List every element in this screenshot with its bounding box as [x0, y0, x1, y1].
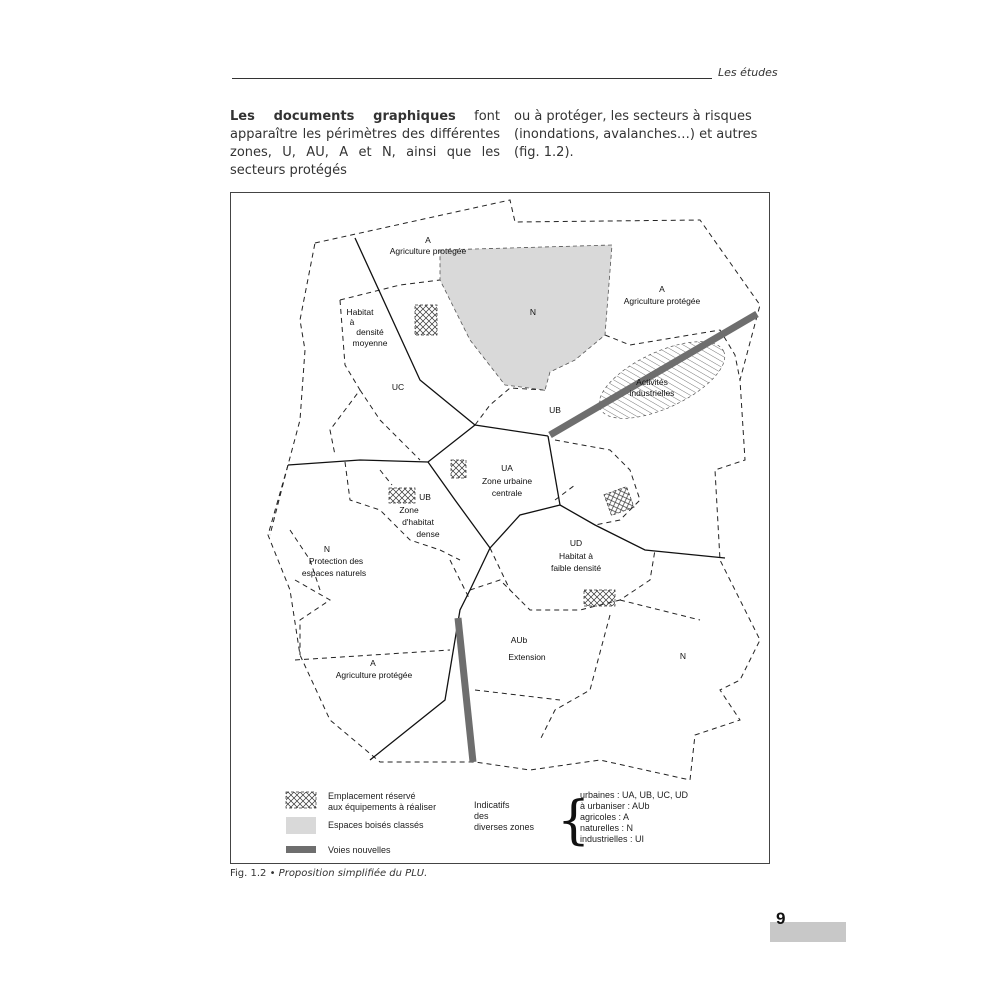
zone-boundary	[329, 279, 441, 461]
zone-boundary	[269, 464, 451, 661]
page-number: 9	[776, 909, 786, 928]
zone-label: UD	[570, 538, 582, 548]
legend-zone-list: urbaines : UA, UB, UC, UD à urbaniser : …	[580, 790, 688, 845]
zone-boundary-solid	[287, 424, 476, 466]
zone-label: dense	[416, 529, 439, 539]
legend-zone: urbaines : UA, UB, UC, UD	[580, 790, 689, 800]
zone-boundary-solid	[354, 237, 549, 437]
bold-lead: Les documents graphiques	[230, 109, 456, 124]
reserved-site	[414, 304, 438, 336]
reserved-site	[388, 487, 416, 504]
legend-text: aux équipements à réaliser	[328, 802, 437, 812]
zone-boundary-solid	[369, 547, 491, 761]
legend-text: Emplacement réservé	[328, 791, 416, 801]
legend-text: des	[474, 811, 489, 821]
zone-label: Zone urbaine	[482, 476, 532, 486]
legend-zone: agricoles : A	[580, 812, 630, 822]
zone-label: UB	[549, 405, 561, 415]
zone-label: N	[680, 651, 686, 661]
zone-label: Habitat	[347, 307, 375, 317]
zone-label: Agriculture protégée	[624, 296, 701, 306]
zone-label: A	[425, 235, 431, 245]
zone-label: Habitat à	[559, 551, 593, 561]
zone-label: industrielles	[630, 388, 675, 398]
figure-caption: Fig. 1.2 • Proposition simplifiée du PLU…	[230, 868, 427, 879]
legend-reserved-swatch	[285, 791, 317, 809]
zone-boundary	[554, 439, 641, 526]
zone-boundary	[474, 599, 701, 741]
legend-roads-label: Voies nouvelles	[328, 845, 391, 855]
body-text-1: font apparaître les périmètres des diffé…	[230, 109, 501, 178]
zone-boundary	[289, 529, 471, 601]
zone-label: d'habitat	[402, 517, 435, 527]
zone-label: N	[530, 307, 536, 317]
reserved-site	[603, 486, 635, 516]
zone-label: espaces naturels	[302, 568, 366, 578]
legend-zone: naturelles : N	[580, 823, 634, 833]
caption-label: Fig. 1.2 •	[230, 868, 279, 879]
zone-label: Zone	[399, 505, 419, 515]
zone-label: A	[370, 658, 376, 668]
legend-brace: {	[557, 791, 590, 851]
legend-wooded-swatch	[286, 817, 316, 834]
body-column-2: ou à protéger, les secteurs à risques (i…	[514, 109, 758, 160]
zone-label: Agriculture protégée	[336, 670, 413, 680]
new-road	[548, 310, 759, 439]
header-rule	[232, 78, 712, 79]
legend-text: Indicatifs	[474, 800, 510, 810]
zone-boundary	[474, 329, 741, 426]
zone-label: centrale	[492, 488, 523, 498]
zone-label: Activités	[636, 377, 668, 387]
zone-boundary-solid	[427, 435, 561, 550]
figure-frame	[230, 192, 770, 864]
legend-wooded-label: Espaces boisés classés	[328, 820, 424, 830]
zone-boundary-solid	[559, 504, 726, 559]
reserved-site	[450, 459, 467, 479]
zone-label: Protection des	[309, 556, 363, 566]
wooded-area-n	[439, 244, 613, 391]
zone-boundary	[344, 461, 461, 561]
zone-label: Extension	[508, 652, 546, 662]
caption-text: Proposition simplifiée du PLU.	[278, 868, 428, 879]
zone-label: moyenne	[353, 338, 388, 348]
zone-boundary	[469, 547, 656, 611]
zone-label: N	[324, 544, 330, 554]
zone-label: A	[659, 284, 665, 294]
legend-zone: industrielles : UI	[580, 834, 645, 844]
zone-label: densité	[356, 327, 384, 337]
page-number-tab	[770, 922, 846, 942]
zone-label: UC	[392, 382, 404, 392]
new-road	[454, 617, 477, 763]
zone-label: UA	[501, 463, 513, 473]
zone-label: AUb	[511, 635, 528, 645]
body-column-1: Les documents graphiques font apparaître…	[230, 108, 500, 180]
zone-label: Agriculture protégée	[390, 246, 467, 256]
outer-boundary	[267, 199, 761, 781]
legend-indicatifs: Indicatifs des diverses zones	[474, 800, 534, 833]
section-title: Les études	[718, 66, 778, 79]
zone-label: à	[350, 317, 355, 327]
reserved-site	[583, 589, 616, 607]
legend-zone: à urbaniser : AUb	[580, 801, 650, 811]
zone-label: UB	[419, 492, 431, 502]
legend-road-swatch	[286, 846, 316, 853]
legend-text: diverses zones	[474, 822, 535, 832]
zone-label: faible densité	[551, 563, 601, 573]
